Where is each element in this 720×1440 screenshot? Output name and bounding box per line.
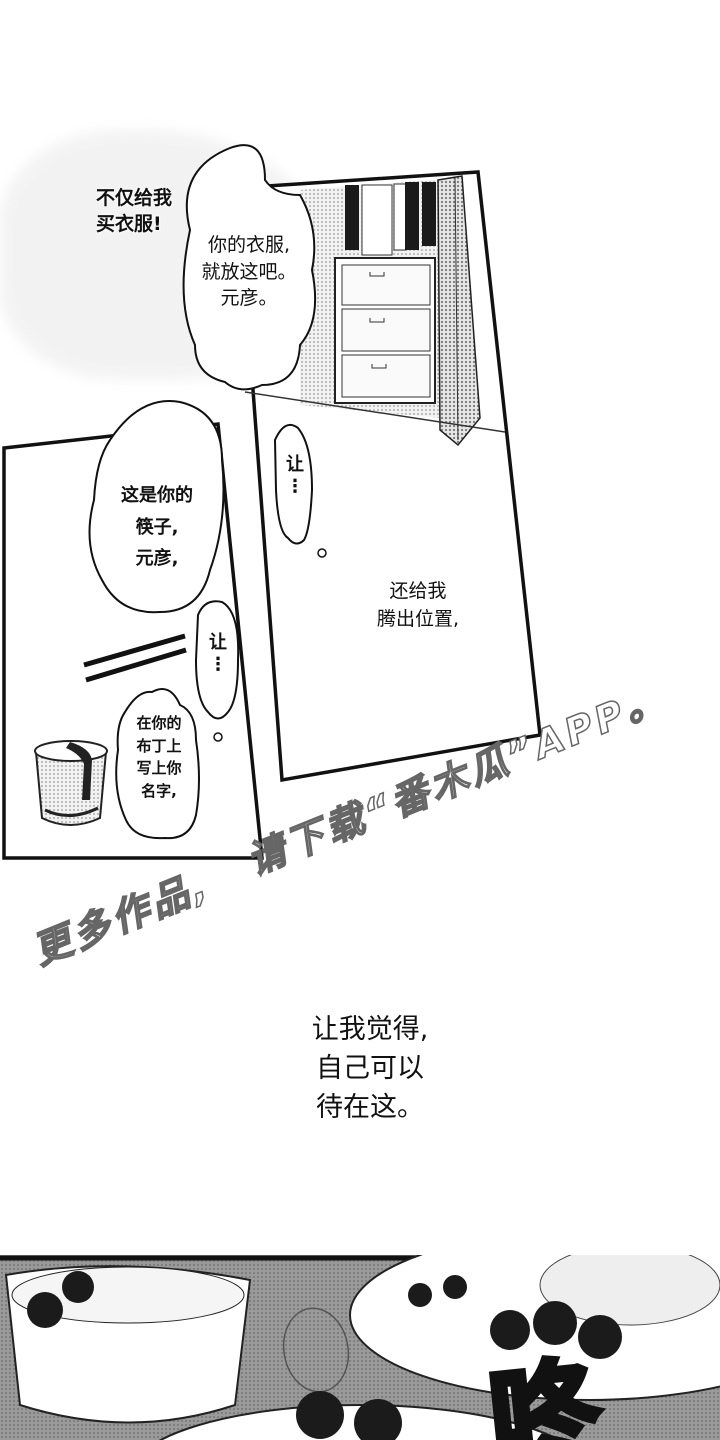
- bubble-clothes-here: 你的衣服, 就放这吧。 元彦。: [201, 234, 297, 310]
- bubble-pudding-name: 在你的 布丁上 写上你 名字,: [136, 714, 182, 800]
- sfx-thud: 咚: [481, 1343, 610, 1440]
- thought-let-chopsticks: 让 ⋮: [209, 632, 227, 675]
- narration-can-stay: 让我觉得, 自己可以 待在这。: [311, 1014, 429, 1124]
- thought-let-closet: 让 ⋮: [286, 454, 304, 497]
- closet-panel: [236, 170, 542, 783]
- caption-bought-clothes: 不仅给我 买衣服!: [96, 187, 173, 235]
- food-panel: [0, 1255, 720, 1440]
- narration-make-room: 还给我 腾出位置,: [376, 580, 460, 630]
- bubble-your-chopsticks: 这是你的 筷子, 元彦,: [121, 485, 193, 569]
- bubble-shapes: [88, 144, 327, 840]
